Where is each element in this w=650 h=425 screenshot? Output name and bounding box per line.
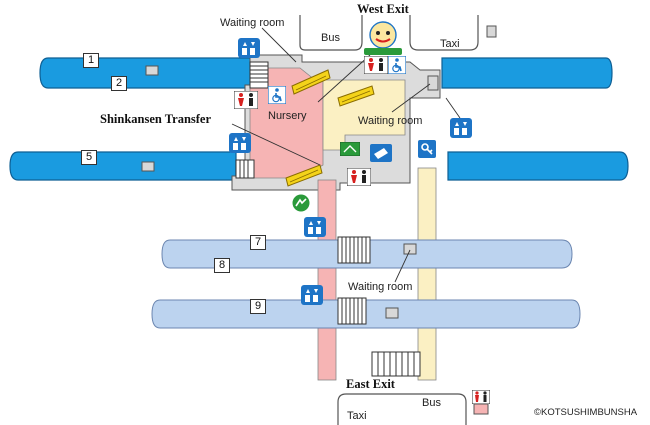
accessible-toilet-icon xyxy=(267,85,287,105)
elevator-icon xyxy=(304,217,326,237)
platform-number-7: 7 xyxy=(250,235,266,250)
east-exit-road xyxy=(337,393,467,425)
elevator-icon xyxy=(238,38,260,58)
bus-top-label: Bus xyxy=(321,32,340,44)
toilet-icon xyxy=(471,389,491,405)
toilet-icon xyxy=(233,90,259,110)
escalator-west-top xyxy=(291,69,331,95)
taxi-top-label: Taxi xyxy=(440,38,460,50)
copyright-label: ©KOTSUSHIMBUNSHA xyxy=(534,407,638,418)
platform-5-east xyxy=(447,151,629,181)
green-window-icon xyxy=(292,194,310,212)
platform-1-2-east xyxy=(441,57,613,89)
toilet-icon xyxy=(363,55,389,75)
platform-number-9: 9 xyxy=(250,299,266,314)
green-window-icon xyxy=(339,141,361,157)
shinkansen-transfer-label: Shinkansen Transfer xyxy=(100,112,212,126)
elevator-icon xyxy=(301,285,323,305)
platform-number-8: 8 xyxy=(214,258,230,273)
lockers-icon xyxy=(418,140,436,158)
elevator-icon xyxy=(229,133,251,153)
bus-bottom-label: Bus xyxy=(422,397,441,409)
platform-number-2: 2 xyxy=(111,76,127,91)
ticket-office-icon xyxy=(370,144,392,162)
platform-5 xyxy=(9,151,237,181)
mascot-logo-icon xyxy=(360,20,406,56)
waiting-room-box-7-8 xyxy=(403,243,417,255)
escalator-shinkansen xyxy=(285,164,323,187)
platform-number-5: 5 xyxy=(81,150,97,165)
waiting-room-low-label: Waiting room xyxy=(348,281,413,293)
taxi-bottom-label: Taxi xyxy=(347,410,367,422)
bus-stop-marker-top xyxy=(486,25,497,38)
waiting-room-top-label: Waiting room xyxy=(220,17,285,29)
stairs-east-exit xyxy=(371,351,421,377)
stairs-7-8 xyxy=(337,236,371,264)
stairs-west xyxy=(235,159,255,179)
east-exit-box xyxy=(473,403,489,415)
east-bridge xyxy=(417,167,437,381)
west-exit-road xyxy=(299,15,479,51)
escalator-center xyxy=(337,85,375,107)
waiting-room-mid-label: Waiting room xyxy=(358,115,423,127)
accessible-toilet-icon xyxy=(387,55,407,75)
south-bridge xyxy=(317,179,337,381)
leader-lines xyxy=(231,27,461,283)
toilet-icon xyxy=(346,167,372,187)
nursery-label: Nursery xyxy=(268,110,307,122)
waiting-room-box-9 xyxy=(385,307,399,319)
east-exit-label: East Exit xyxy=(346,377,395,391)
facility-box-platform-5 xyxy=(141,161,155,172)
stairs-9 xyxy=(337,297,367,325)
facility-box-platform-2 xyxy=(145,65,159,76)
platform-number-1: 1 xyxy=(83,53,99,68)
west-exit-label: West Exit xyxy=(357,2,409,16)
elevator-icon xyxy=(450,118,472,138)
waiting-room-box-upper xyxy=(427,75,439,91)
stairs-northwest xyxy=(249,61,269,89)
